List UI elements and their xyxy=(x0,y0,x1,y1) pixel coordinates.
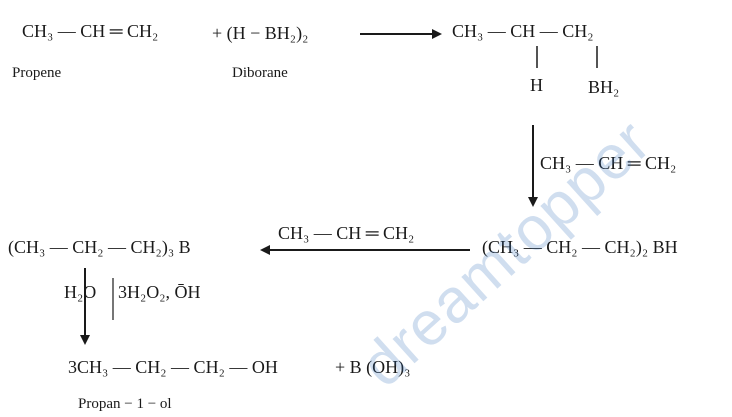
dipropylborane-formula: (CH₃ — CH₂ — CH₂)₂ BH xyxy=(482,237,678,257)
step2-reagent: CH₃ — CH ═ CH₂ xyxy=(540,153,677,173)
adduct-substituent-bh2: BH₂ xyxy=(588,77,620,97)
boric-acid-formula: + B (OH)₃ xyxy=(335,357,411,377)
propene-formula: CH₃ — CH ═ CH₂ xyxy=(22,21,159,41)
reagent-water: H₂O xyxy=(64,282,97,302)
reagent-peroxide: 3H₂O₂, ŌH xyxy=(118,282,201,302)
diborane-formula: + (H − BH₂)₂ xyxy=(212,23,309,43)
adduct-formula: CH₃ — CH — CH₂ xyxy=(452,21,594,41)
adduct-substituent-h: H xyxy=(530,75,543,95)
tripropylborane-formula: (CH₃ — CH₂ — CH₂)₃ B xyxy=(8,237,191,257)
propene-label: Propene xyxy=(12,65,62,81)
propanol-label: Propan − 1 − ol xyxy=(78,396,172,412)
propanol-formula: 3CH₃ — CH₂ — CH₂ — OH xyxy=(68,357,278,377)
step3-reagent: CH₃ — CH ═ CH₂ xyxy=(278,223,415,243)
diborane-label: Diborane xyxy=(232,65,288,81)
